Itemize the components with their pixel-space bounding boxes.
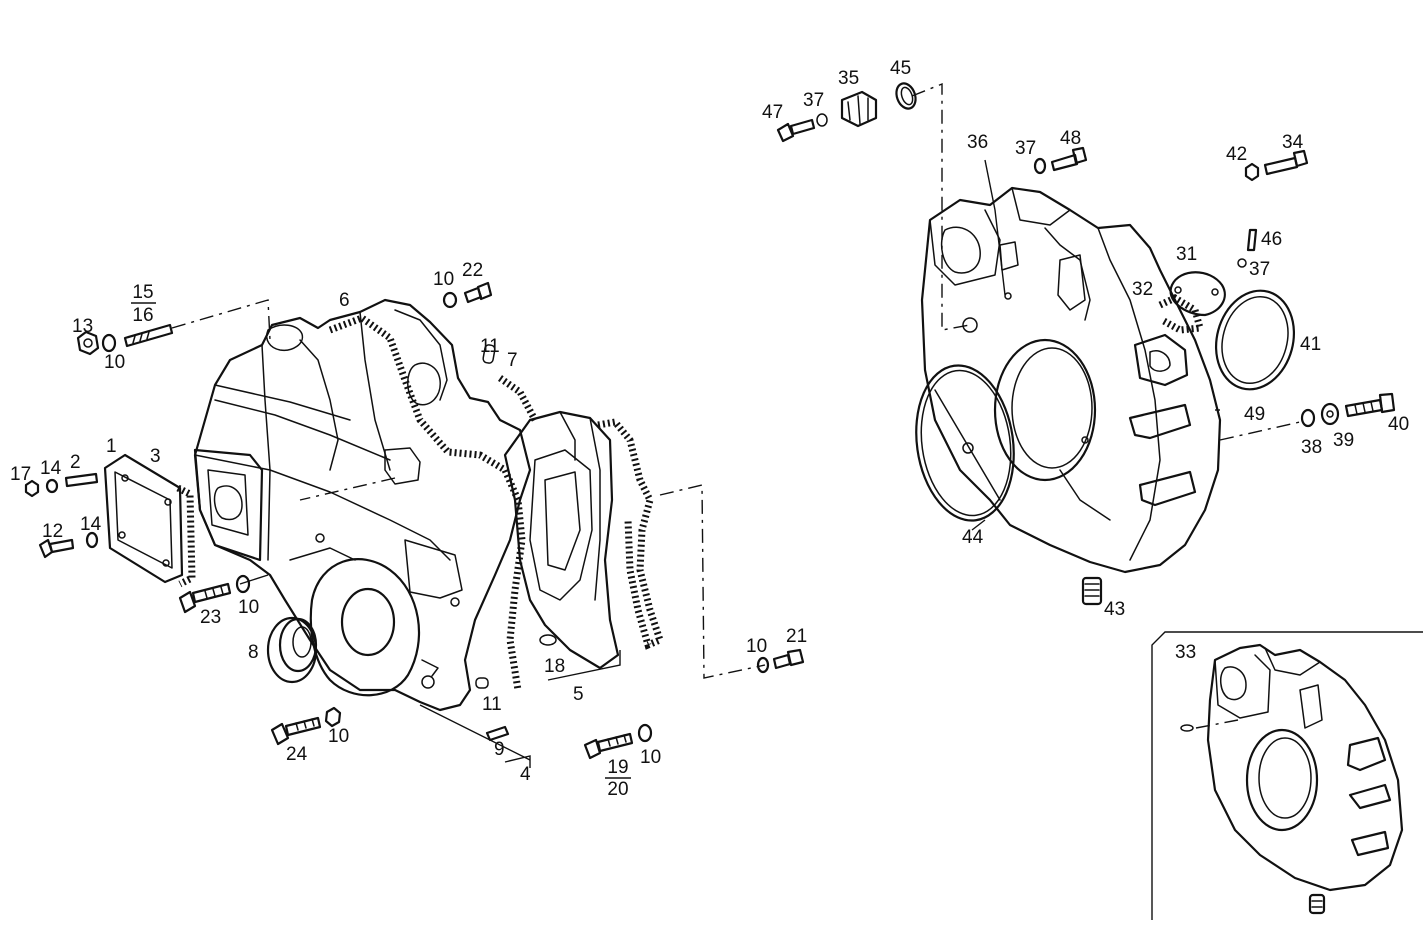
- callout-10: 10: [746, 636, 767, 657]
- cover-plate-1: [103, 453, 184, 584]
- callout-31: 31: [1176, 244, 1197, 265]
- gasket-6: [328, 314, 526, 691]
- callout-9: 9: [494, 739, 505, 760]
- callout-10: 10: [104, 352, 125, 373]
- callout-33: 33: [1175, 642, 1196, 663]
- callout-23: 23: [200, 607, 221, 628]
- callout-45: 45: [890, 58, 911, 79]
- callout-32: 32: [1132, 279, 1153, 300]
- callout-8: 8: [248, 642, 259, 663]
- flywheel-housing: [920, 186, 1222, 574]
- callout-6: 6: [339, 290, 350, 311]
- callout-24: 24: [286, 744, 308, 765]
- variant-inset-33: [1151, 631, 1423, 920]
- callout-5: 5: [573, 684, 584, 705]
- callout-14: 14: [40, 458, 62, 479]
- callout-15: 15: [132, 282, 153, 303]
- callout-19: 19: [607, 757, 628, 778]
- callout-37: 37: [1249, 259, 1270, 280]
- callout-12: 12: [42, 521, 63, 542]
- callout-40: 40: [1388, 414, 1409, 435]
- gasket-7: [497, 375, 539, 422]
- callout-11: 11: [482, 694, 502, 715]
- callout-21: 21: [786, 626, 807, 647]
- flywheel-housing-variant: [1206, 643, 1404, 892]
- callout-10: 10: [328, 726, 349, 747]
- callout-7: 7: [507, 350, 518, 371]
- callout-1: 1: [106, 436, 117, 457]
- callout-47: 47: [762, 102, 783, 123]
- callout-38: 38: [1301, 437, 1322, 458]
- callout-3: 3: [150, 446, 161, 467]
- callout-18: 18: [544, 656, 565, 677]
- callout-16: 16: [132, 305, 153, 326]
- fasteners-left: [24, 281, 805, 760]
- flywheel-housing-assembly: [920, 186, 1222, 574]
- callout-35: 35: [838, 68, 859, 89]
- cover-31: [1169, 271, 1226, 317]
- gasket-3: [176, 484, 196, 588]
- callout-37: 37: [1015, 138, 1036, 159]
- rear-gasket: [597, 418, 665, 650]
- leader-lines-right: [911, 82, 1301, 531]
- callout-13: 13: [72, 316, 93, 337]
- callout-48: 48: [1060, 128, 1081, 149]
- callout-10: 10: [640, 747, 661, 768]
- callout-labels: 13 10 15 16 6 10 22 11 7 1 3 2 14 17 12 …: [10, 58, 1409, 800]
- timing-case-body: [193, 298, 532, 712]
- callout-34: 34: [1282, 132, 1304, 153]
- rear-seal-41: [1214, 289, 1296, 391]
- callout-10: 10: [433, 269, 454, 290]
- callout-10: 10: [238, 597, 259, 618]
- timing-case-assembly: [193, 298, 665, 712]
- callout-20: 20: [607, 779, 628, 800]
- callout-41: 41: [1300, 334, 1321, 355]
- oil-seal-8: [266, 616, 318, 684]
- callout-22: 22: [462, 260, 483, 281]
- callout-37: 37: [803, 90, 824, 111]
- callout-43: 43: [1104, 599, 1125, 620]
- callout-46: 46: [1261, 229, 1282, 250]
- callout-36: 36: [967, 132, 988, 153]
- callout-14: 14: [80, 514, 102, 535]
- callout-11: 11: [480, 336, 500, 357]
- callout-42: 42: [1226, 144, 1247, 165]
- callout-17: 17: [10, 464, 31, 485]
- intermediate-plate-5: [503, 410, 620, 670]
- leader-lines-left: [171, 299, 766, 768]
- fasteners-right: [776, 82, 1396, 606]
- o-ring-44: [915, 364, 1015, 522]
- callout-44: 44: [962, 527, 984, 548]
- callout-2: 2: [70, 452, 81, 473]
- callout-39: 39: [1333, 430, 1354, 451]
- callout-49: 49: [1244, 404, 1265, 425]
- callout-4: 4: [520, 764, 531, 785]
